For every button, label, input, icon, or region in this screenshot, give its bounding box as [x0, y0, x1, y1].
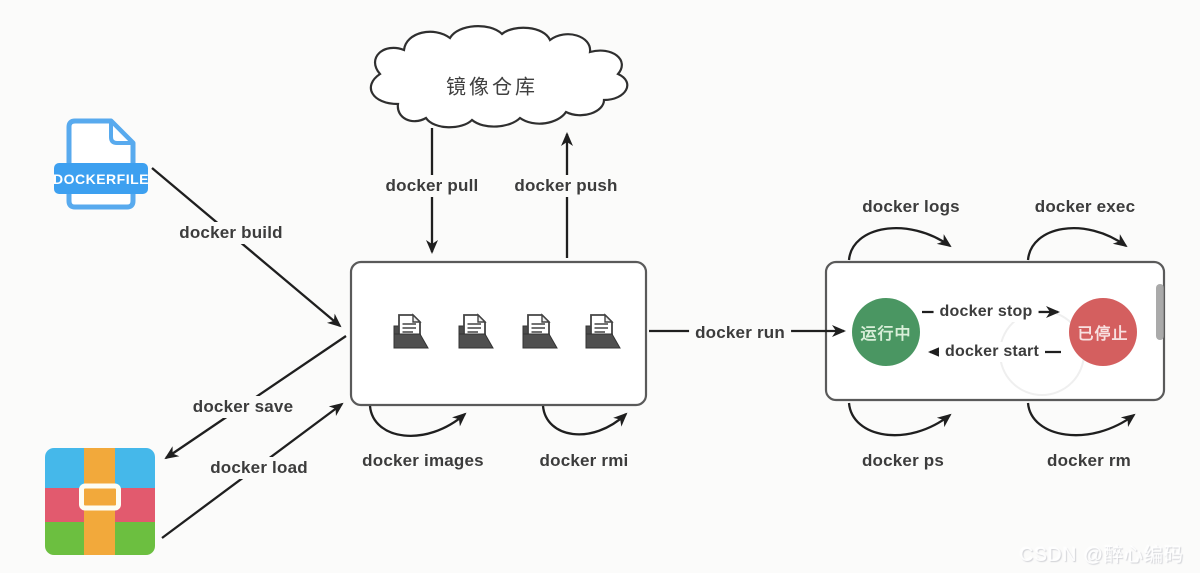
label-docker-logs: docker logs [856, 196, 966, 218]
registry-cloud [369, 25, 629, 129]
docker-ps-arc [847, 402, 952, 437]
dockerfile-banner [54, 163, 148, 194]
label-docker-images: docker images [356, 450, 490, 472]
label-docker-rmi: docker rmi [533, 450, 635, 472]
archive-file-icon [45, 448, 155, 555]
csdn-watermark: CSDN @醉心编码 [1019, 545, 1184, 566]
docker-build-arrow [151, 167, 342, 328]
label-docker-load: docker load [204, 457, 314, 479]
dockerfile-banner-label: DOCKERFILE [53, 171, 149, 187]
label-docker-push: docker push [508, 175, 624, 197]
label-docker-run: docker run [689, 322, 791, 344]
label-docker-rm: docker rm [1040, 450, 1138, 472]
docker-rmi-arc [541, 405, 628, 436]
label-docker-start: docker start [939, 342, 1045, 362]
stopped-state-circle: 已停止 [1069, 298, 1137, 366]
archive-buckle [79, 483, 121, 511]
running-state-circle: 运行中 [852, 298, 920, 366]
label-docker-exec: docker exec [1028, 196, 1142, 218]
label-docker-stop: docker stop [933, 302, 1039, 322]
registry-cloud-label: 镜像仓库 [446, 76, 538, 99]
label-docker-pull: docker pull [379, 175, 485, 197]
label-docker-build: docker build [173, 222, 289, 244]
stopped-state-label: 已停止 [1077, 326, 1129, 343]
docker-logs-arc [847, 227, 952, 261]
label-docker-ps: docker ps [855, 450, 951, 472]
docker-images-arc [368, 405, 467, 437]
images-box [349, 260, 648, 407]
docker-exec-arc [1026, 227, 1128, 261]
dockerfile-icon: DOCKERFILE [53, 118, 149, 210]
dockerfile-fold [109, 119, 135, 145]
label-docker-save: docker save [186, 396, 300, 418]
scrollbar-thumb-artifact [1156, 284, 1164, 340]
running-state-label: 运行中 [860, 326, 912, 343]
docker-rm-arc [1026, 402, 1136, 437]
